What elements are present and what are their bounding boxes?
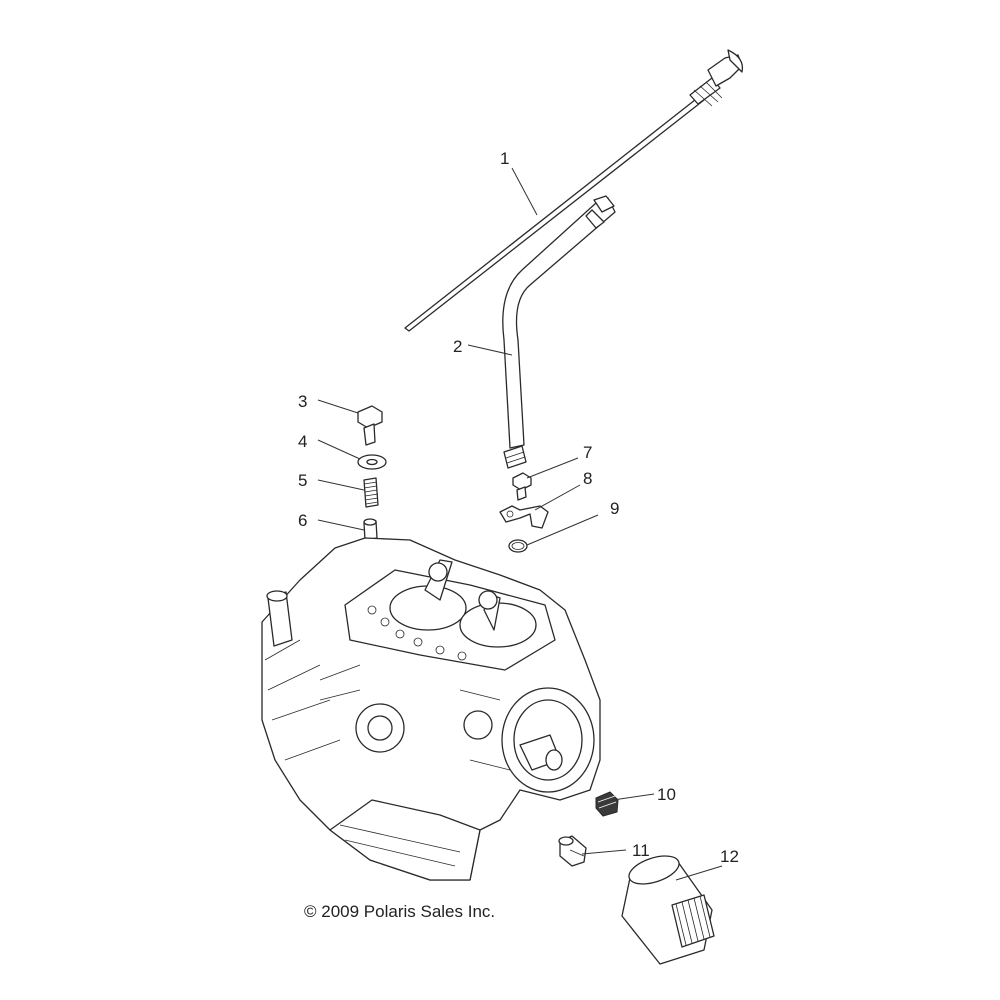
- part-12-oil-filter[interactable]: [621, 851, 715, 965]
- part-5-spring[interactable]: [363, 477, 379, 508]
- part-7-bolt[interactable]: [512, 472, 532, 501]
- part-8-bracket[interactable]: [499, 505, 549, 529]
- callout-8: 8: [583, 469, 592, 488]
- callout-4: 4: [298, 432, 307, 451]
- part-2-dipstick-tube[interactable]: [502, 195, 616, 469]
- callout-7: 7: [583, 443, 592, 462]
- callout-1: 1: [500, 149, 509, 168]
- callout-6: 6: [298, 511, 307, 530]
- callout-2: 2: [453, 337, 462, 356]
- leader-lines: [317, 167, 723, 881]
- callout-3: 3: [298, 392, 307, 411]
- copyright-notice: © 2009 Polaris Sales Inc.: [304, 902, 495, 921]
- callout-12: 12: [720, 847, 739, 866]
- callout-9: 9: [610, 499, 619, 518]
- callout-10: 10: [657, 785, 676, 804]
- crankcase[interactable]: [261, 537, 601, 881]
- part-6-dowel-pin[interactable]: [363, 518, 378, 541]
- part-3-bolt[interactable]: [357, 405, 383, 446]
- part-9-o-ring[interactable]: [508, 539, 528, 553]
- part-10-fitting[interactable]: [595, 791, 619, 817]
- part-11-filter-adapter[interactable]: [558, 835, 587, 867]
- callout-labels: 1 2 3 4 5 6 7 8 9 10 11 12: [298, 149, 739, 866]
- part-4-washer[interactable]: [357, 454, 387, 470]
- callout-11: 11: [632, 841, 650, 860]
- callout-5: 5: [298, 471, 307, 490]
- part-1-dipstick[interactable]: [404, 49, 744, 332]
